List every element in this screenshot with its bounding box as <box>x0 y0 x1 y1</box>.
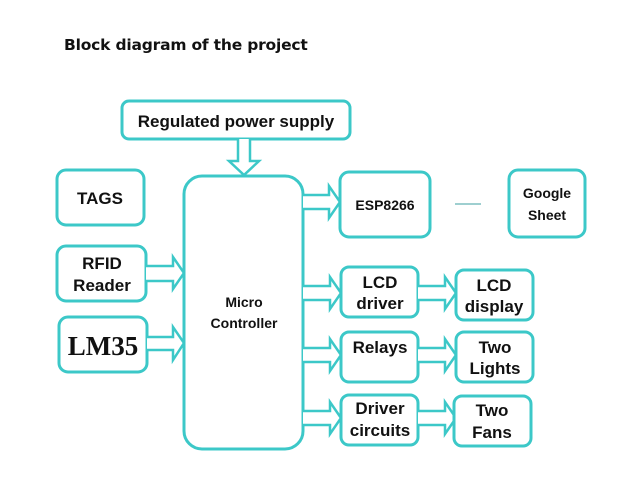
two-lights-label-line2: Lights <box>470 359 521 378</box>
diagram-title: Block diagram of the project <box>64 36 308 54</box>
rfid-label-line2: Reader <box>73 276 131 295</box>
two-fans-label-line2: Fans <box>472 423 512 442</box>
arrow-mcu-to-lcd-driver <box>303 272 343 314</box>
block-lcd-display: LCD display <box>454 268 535 322</box>
block-microcontroller: Micro Controller <box>182 174 305 451</box>
power-supply-label: Regulated power supply <box>138 112 335 131</box>
arrow-relays-to-lights <box>418 334 458 376</box>
rfid-label-line1: RFID <box>82 254 122 273</box>
block-power-supply: Regulated power supply <box>120 99 352 141</box>
tags-label: TAGS <box>77 189 123 208</box>
google-sheet-label-line1: Google <box>523 185 571 201</box>
lcd-driver-label-line1: LCD <box>363 273 398 292</box>
arrow-mcu-to-driver-circuits <box>303 397 343 439</box>
two-lights-label-line1: Two <box>479 338 512 357</box>
arrow-driver-to-fans <box>418 397 458 439</box>
driver-circuits-label-line2: circuits <box>350 421 410 440</box>
block-lcd-driver: LCD driver <box>339 265 420 319</box>
arrow-lcd-driver-to-display <box>418 272 458 314</box>
arrow-mcu-to-relays <box>303 334 343 376</box>
google-sheet-label-line2: Sheet <box>528 207 566 223</box>
block-lm35: LM35 <box>57 315 149 374</box>
lcd-driver-label-line2: driver <box>356 294 404 313</box>
arrow-lm35-to-mcu <box>147 322 186 365</box>
block-esp8266: ESP8266 <box>338 170 432 239</box>
driver-circuits-label-line1: Driver <box>355 399 405 418</box>
lm35-label: LM35 <box>68 331 139 361</box>
block-google-sheet: Google Sheet <box>507 168 587 239</box>
esp8266-label: ESP8266 <box>355 197 414 213</box>
mcu-label-line2: Controller <box>211 315 278 331</box>
block-relays: Relays <box>339 330 420 384</box>
lcd-display-label-line1: LCD <box>477 276 512 295</box>
arrow-power-to-mcu <box>225 139 263 177</box>
block-driver-circuits: Driver circuits <box>339 393 420 447</box>
relays-label: Relays <box>353 338 408 357</box>
block-two-lights: Two Lights <box>454 330 535 384</box>
arrow-mcu-to-esp8266 <box>303 181 342 223</box>
lcd-display-label-line2: display <box>465 297 524 316</box>
mcu-label-line1: Micro <box>225 294 262 310</box>
arrow-rfid-to-mcu <box>146 252 186 294</box>
block-two-fans: Two Fans <box>452 394 533 448</box>
block-rfid-reader: RFID Reader <box>55 244 148 303</box>
block-tags: TAGS <box>55 168 146 227</box>
two-fans-label-line1: Two <box>476 401 509 420</box>
